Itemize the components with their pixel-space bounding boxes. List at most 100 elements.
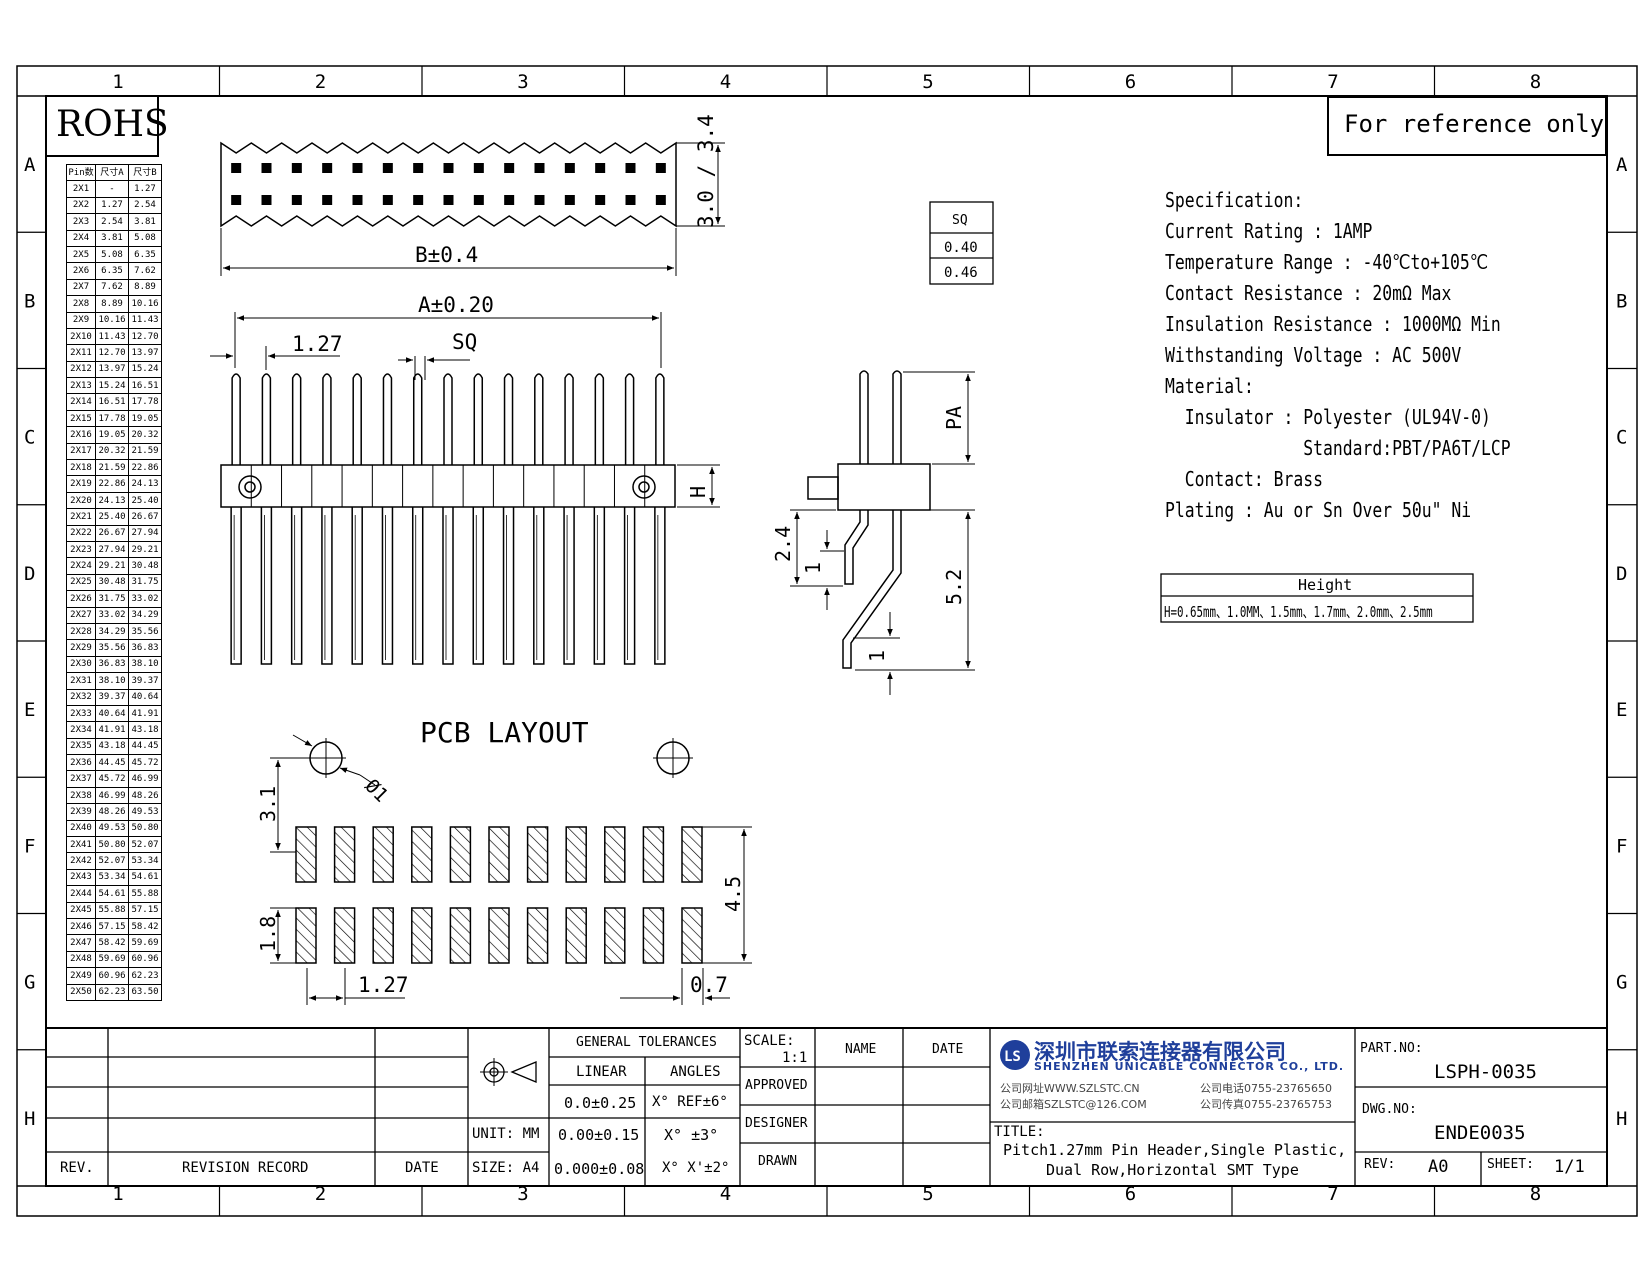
pin-table-cell: 6.35 <box>95 262 129 280</box>
top-view-pin <box>443 195 454 205</box>
front-view <box>210 312 720 665</box>
dim-b: B±0.4 <box>415 243 478 267</box>
company-email: 公司邮箱SZLSTC@126.COM <box>1000 1098 1147 1111</box>
frame-col-label: 5 <box>922 71 933 93</box>
pin-table-cell: 55.88 <box>95 901 129 919</box>
front-view-pin-lower <box>411 507 424 665</box>
front-view-pin <box>261 373 272 465</box>
pin-table-cell: 2X5 <box>66 245 96 264</box>
dim-pcb-31: 3.1 <box>256 786 280 822</box>
front-view-pin <box>655 373 665 465</box>
pcb-pad <box>372 826 394 883</box>
top-view-pin <box>261 195 272 205</box>
pcb-layout <box>270 734 752 1005</box>
top-view-pin <box>322 195 333 205</box>
pin-table-cell: 31.75 <box>95 590 129 608</box>
pin-table-cell: 22.86 <box>128 459 162 477</box>
frame-col-label: 8 <box>1530 1183 1541 1205</box>
top-view-pin <box>291 195 302 205</box>
pin-table-cell: 2X17 <box>66 442 96 461</box>
spec-line-text: Withstanding Voltage : AC 500V <box>1165 343 1462 367</box>
tb-lin2: 0.00±0.15 <box>558 1126 640 1144</box>
pcb-pad <box>449 826 472 883</box>
front-view-pin <box>382 373 393 465</box>
frame-row-label: H <box>1616 1108 1627 1130</box>
title-block <box>46 1027 1607 1186</box>
frame-col-label: 5 <box>922 1183 933 1205</box>
pin-table-cell: 2X20 <box>66 491 96 510</box>
company-logo: LS <box>1000 1040 1030 1070</box>
sq-table <box>929 201 994 285</box>
top-view-pin <box>352 195 363 205</box>
front-view-pin <box>473 373 484 465</box>
frame-col-label: 3 <box>517 71 528 93</box>
pin-table-cell: 57.15 <box>128 901 162 919</box>
top-view-pin <box>595 195 606 205</box>
top-view-pin <box>291 163 302 173</box>
pin-table-cell: 11.43 <box>95 327 129 346</box>
pin-table-cell: 2X49 <box>66 967 96 985</box>
pin-table-cell: 30.48 <box>128 557 162 575</box>
pin-table-cell: 46.99 <box>95 786 129 805</box>
pin-table-cell: 2X13 <box>66 377 96 395</box>
pin-table-header: 尺寸B <box>128 163 162 182</box>
pin-table-cell: 2X16 <box>66 426 96 444</box>
frame-col-label: 6 <box>1125 1183 1136 1205</box>
frame-col-label: 2 <box>315 71 326 93</box>
pin-table-cell: 21.59 <box>95 459 129 477</box>
pcb-pad <box>565 826 587 883</box>
tb-dwg-no-label: DWG.NO: <box>1362 1102 1417 1117</box>
tb-scale-value: 1:1 <box>782 1050 808 1066</box>
pin-table-cell: 34.29 <box>128 606 162 624</box>
pin-table-cell: 20.32 <box>128 426 162 444</box>
front-view-pin <box>231 373 241 465</box>
pin-table-cell: 2X15 <box>66 409 96 428</box>
pcb-pad <box>604 907 626 964</box>
pin-table-cell: 26.67 <box>128 508 162 526</box>
pin-table-cell: 2X31 <box>66 672 96 690</box>
pin-table-cell: 50.80 <box>128 819 162 838</box>
pin-table-cell: 22.86 <box>95 475 129 493</box>
pin-table-cell: 44.45 <box>95 754 129 772</box>
front-view-pin <box>594 373 605 465</box>
top-view-pin <box>382 195 393 205</box>
sq-table-value-1: 0.46 <box>944 265 978 281</box>
pin-table-cell: 41.91 <box>128 704 162 723</box>
pin-table-cell: 38.10 <box>128 655 162 674</box>
pin-table-cell: 7.62 <box>128 262 162 280</box>
pin-table-cell: 38.10 <box>95 672 129 690</box>
pcb-pad <box>449 907 472 964</box>
spec-line: Contact Resistance : 20mΩ Max <box>1165 281 1514 305</box>
pcb-pad <box>642 907 665 964</box>
top-view-pin <box>625 163 636 173</box>
pin-table-cell: 12.70 <box>128 327 162 346</box>
pin-table-cell: 25.40 <box>95 508 129 526</box>
pin-table-cell: 2X30 <box>66 655 96 674</box>
pin-table-cell: 2X4 <box>66 229 96 247</box>
top-view-pin <box>382 163 393 173</box>
dim-top-height: 3.0 / 3.4 <box>694 114 718 228</box>
pin-table-cell: 2X43 <box>66 868 96 887</box>
pin-table-cell: 2X19 <box>66 475 96 493</box>
frame-row-label: A <box>1616 154 1628 176</box>
top-view-pin <box>473 195 484 205</box>
top-view-pin <box>413 195 424 205</box>
pcb-pad <box>295 826 317 883</box>
spec-line-text: Contact: Brass <box>1165 467 1323 491</box>
tb-lin1: 0.0±0.25 <box>564 1094 637 1112</box>
height-table-header: Height <box>1298 576 1353 594</box>
front-view-pin <box>564 373 574 465</box>
top-view-pin <box>413 163 424 173</box>
pin-table-cell: 2X33 <box>66 704 96 723</box>
spec-line-text: Temperature Range : -40℃to+105℃ <box>1165 250 1489 274</box>
pin-table-cell: 15.24 <box>128 360 162 379</box>
